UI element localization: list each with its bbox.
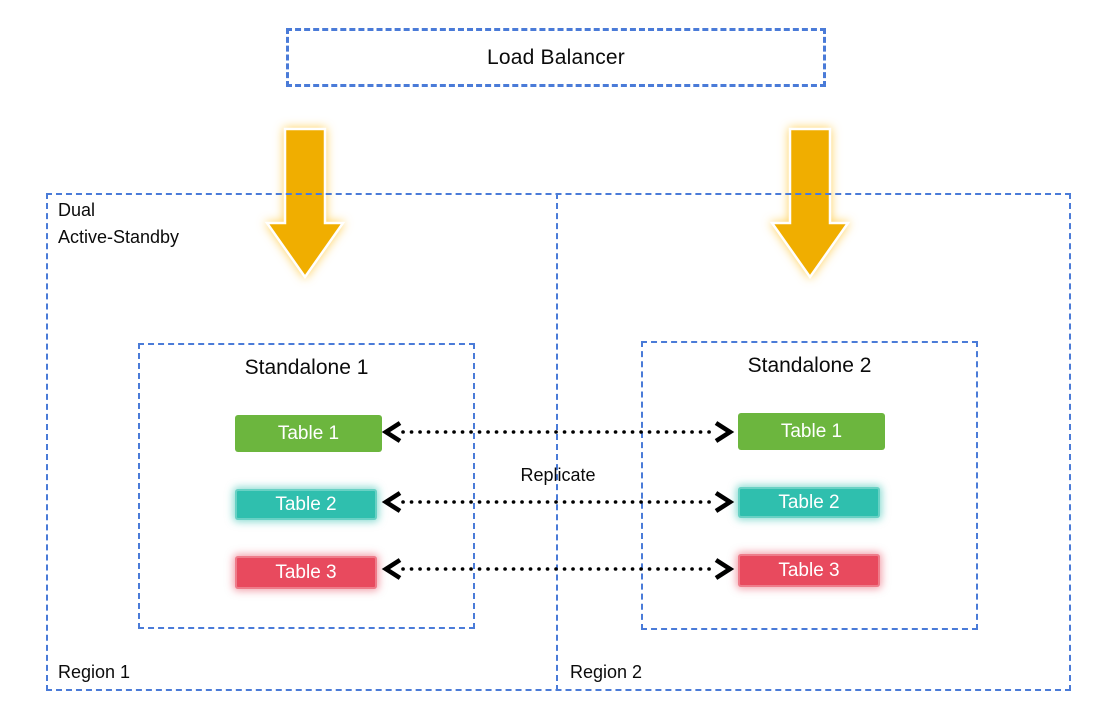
regions-outline bbox=[46, 193, 1071, 691]
load-balancer-box: Load Balancer bbox=[286, 28, 826, 87]
standalone-2-table-2: Table 2 bbox=[738, 487, 880, 518]
down-arrow-left-icon bbox=[264, 127, 346, 280]
dual-label-line2: Active-Standby bbox=[58, 227, 180, 247]
standalone-1-table-2: Table 2 bbox=[235, 489, 377, 520]
load-balancer-label: Load Balancer bbox=[486, 45, 626, 69]
region-1-label: Region 1 bbox=[58, 662, 131, 682]
standalone-2-box: Standalone 2 Table 1 Table 2 Table 3 bbox=[641, 341, 978, 630]
standalone-2-table-3: Table 3 bbox=[738, 554, 880, 587]
down-arrow-right-icon bbox=[769, 127, 851, 280]
standalone-1-table-3: Table 3 bbox=[235, 556, 377, 589]
region-2-label: Region 2 bbox=[570, 662, 643, 682]
dual-active-standby-label: Dual Active-Standby bbox=[58, 197, 179, 251]
standalone-1-box: Standalone 1 Table 1 Table 2 Table 3 bbox=[138, 343, 475, 629]
dual-label-line1: Dual bbox=[58, 200, 96, 220]
standalone-1-title: Standalone 1 bbox=[244, 356, 369, 379]
standalone-1-table-1: Table 1 bbox=[235, 415, 382, 452]
standalone-2-title: Standalone 2 bbox=[747, 354, 872, 377]
region-divider bbox=[556, 193, 558, 691]
standalone-2-table-1: Table 1 bbox=[738, 413, 885, 450]
replicate-label: Replicate bbox=[520, 465, 596, 485]
